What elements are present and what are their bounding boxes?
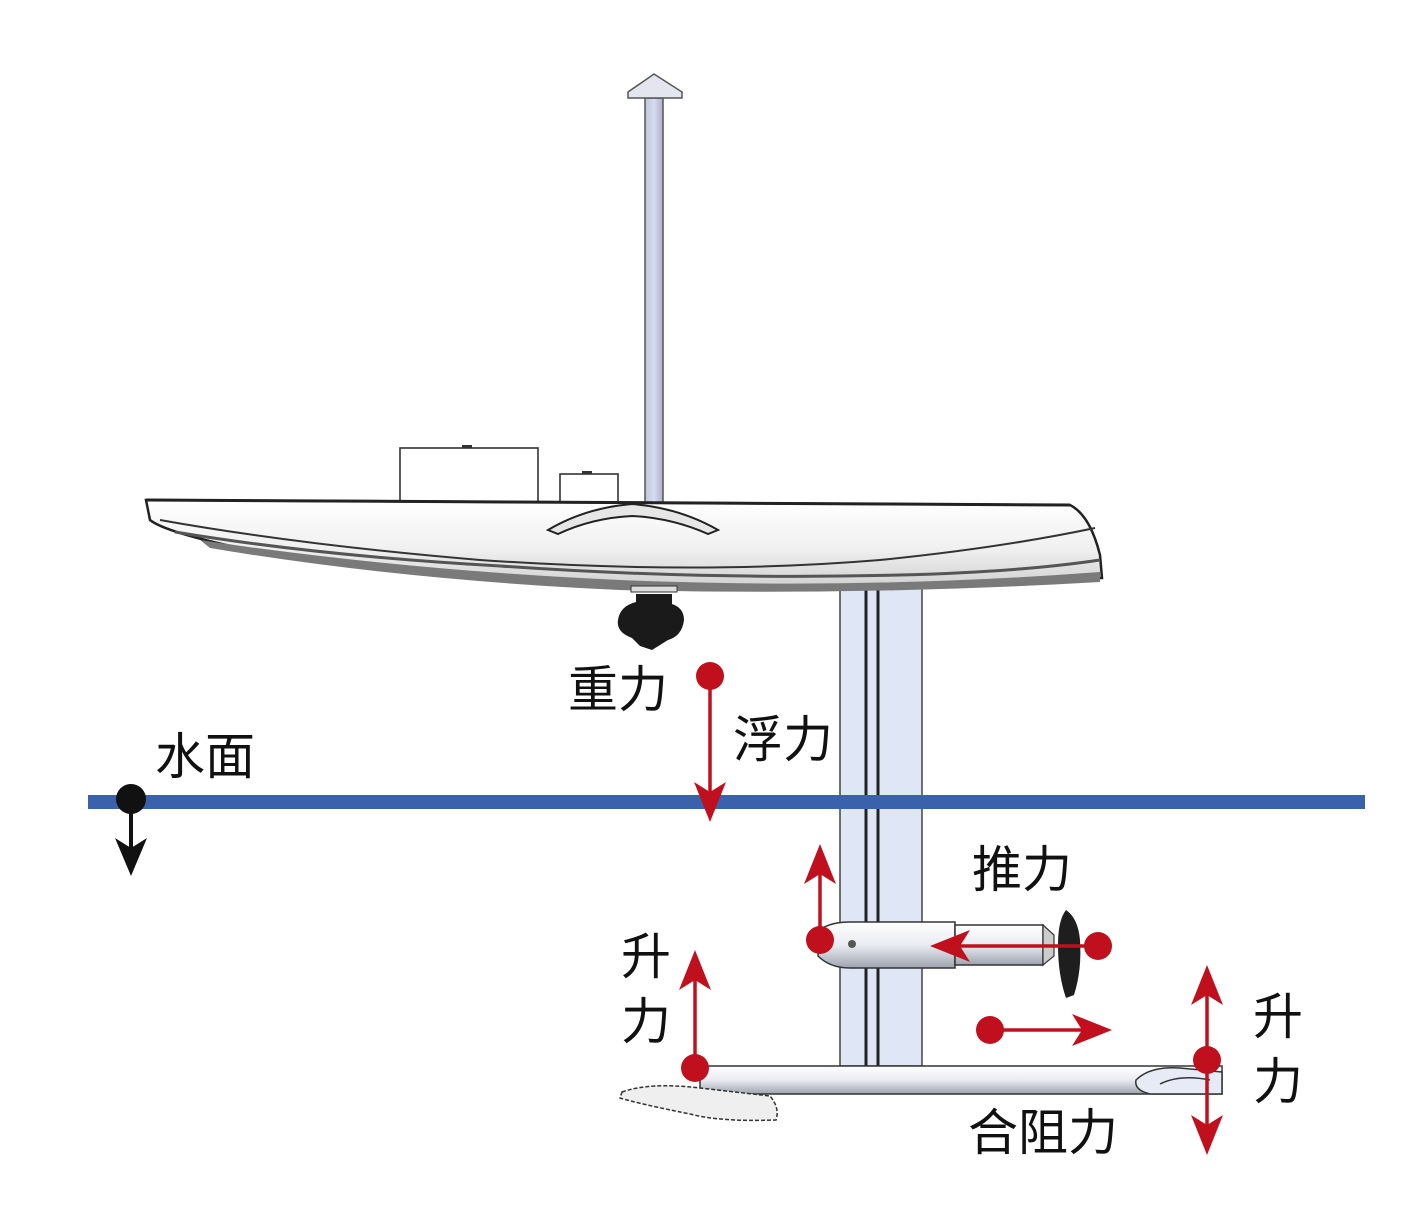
horizontal-boom [699,1065,1223,1095]
propeller [1058,910,1081,998]
water-surface-label: 水面 [155,728,255,786]
lift-right-arrow [1191,965,1223,1155]
thrust-label: 推力 [972,841,1072,899]
gravity-label: 重力 [568,661,668,719]
thrust-arrow [930,930,1112,962]
antenna-mast [627,73,683,509]
buoyancy-arrow [804,844,836,954]
lift-right-label: 升 力 [1250,985,1306,1115]
lift-left-arrow [679,950,711,1082]
front-hydrofoil [619,1085,778,1122]
drag-arrow [976,1014,1112,1046]
buoyancy-label: 浮力 [733,711,833,769]
water-surface-line [88,795,1365,809]
gravity-arrow [694,662,726,822]
vertical-strut [839,585,923,1067]
lift-right-char-1: 升 [1253,988,1303,1046]
camera-pod [617,585,684,650]
lift-left-char-2: 力 [621,993,671,1051]
lift-left-char-1: 升 [621,928,671,986]
deck-box-large [399,447,539,511]
hull [144,498,1104,592]
resultant-drag-label: 合阻力 [968,1104,1118,1162]
carry-handle [545,502,721,536]
lift-right-char-2: 力 [1253,1053,1303,1111]
rear-hydrofoil [1135,1067,1223,1095]
water-surface-marker [115,784,147,876]
lift-left-label: 升 力 [618,925,674,1055]
